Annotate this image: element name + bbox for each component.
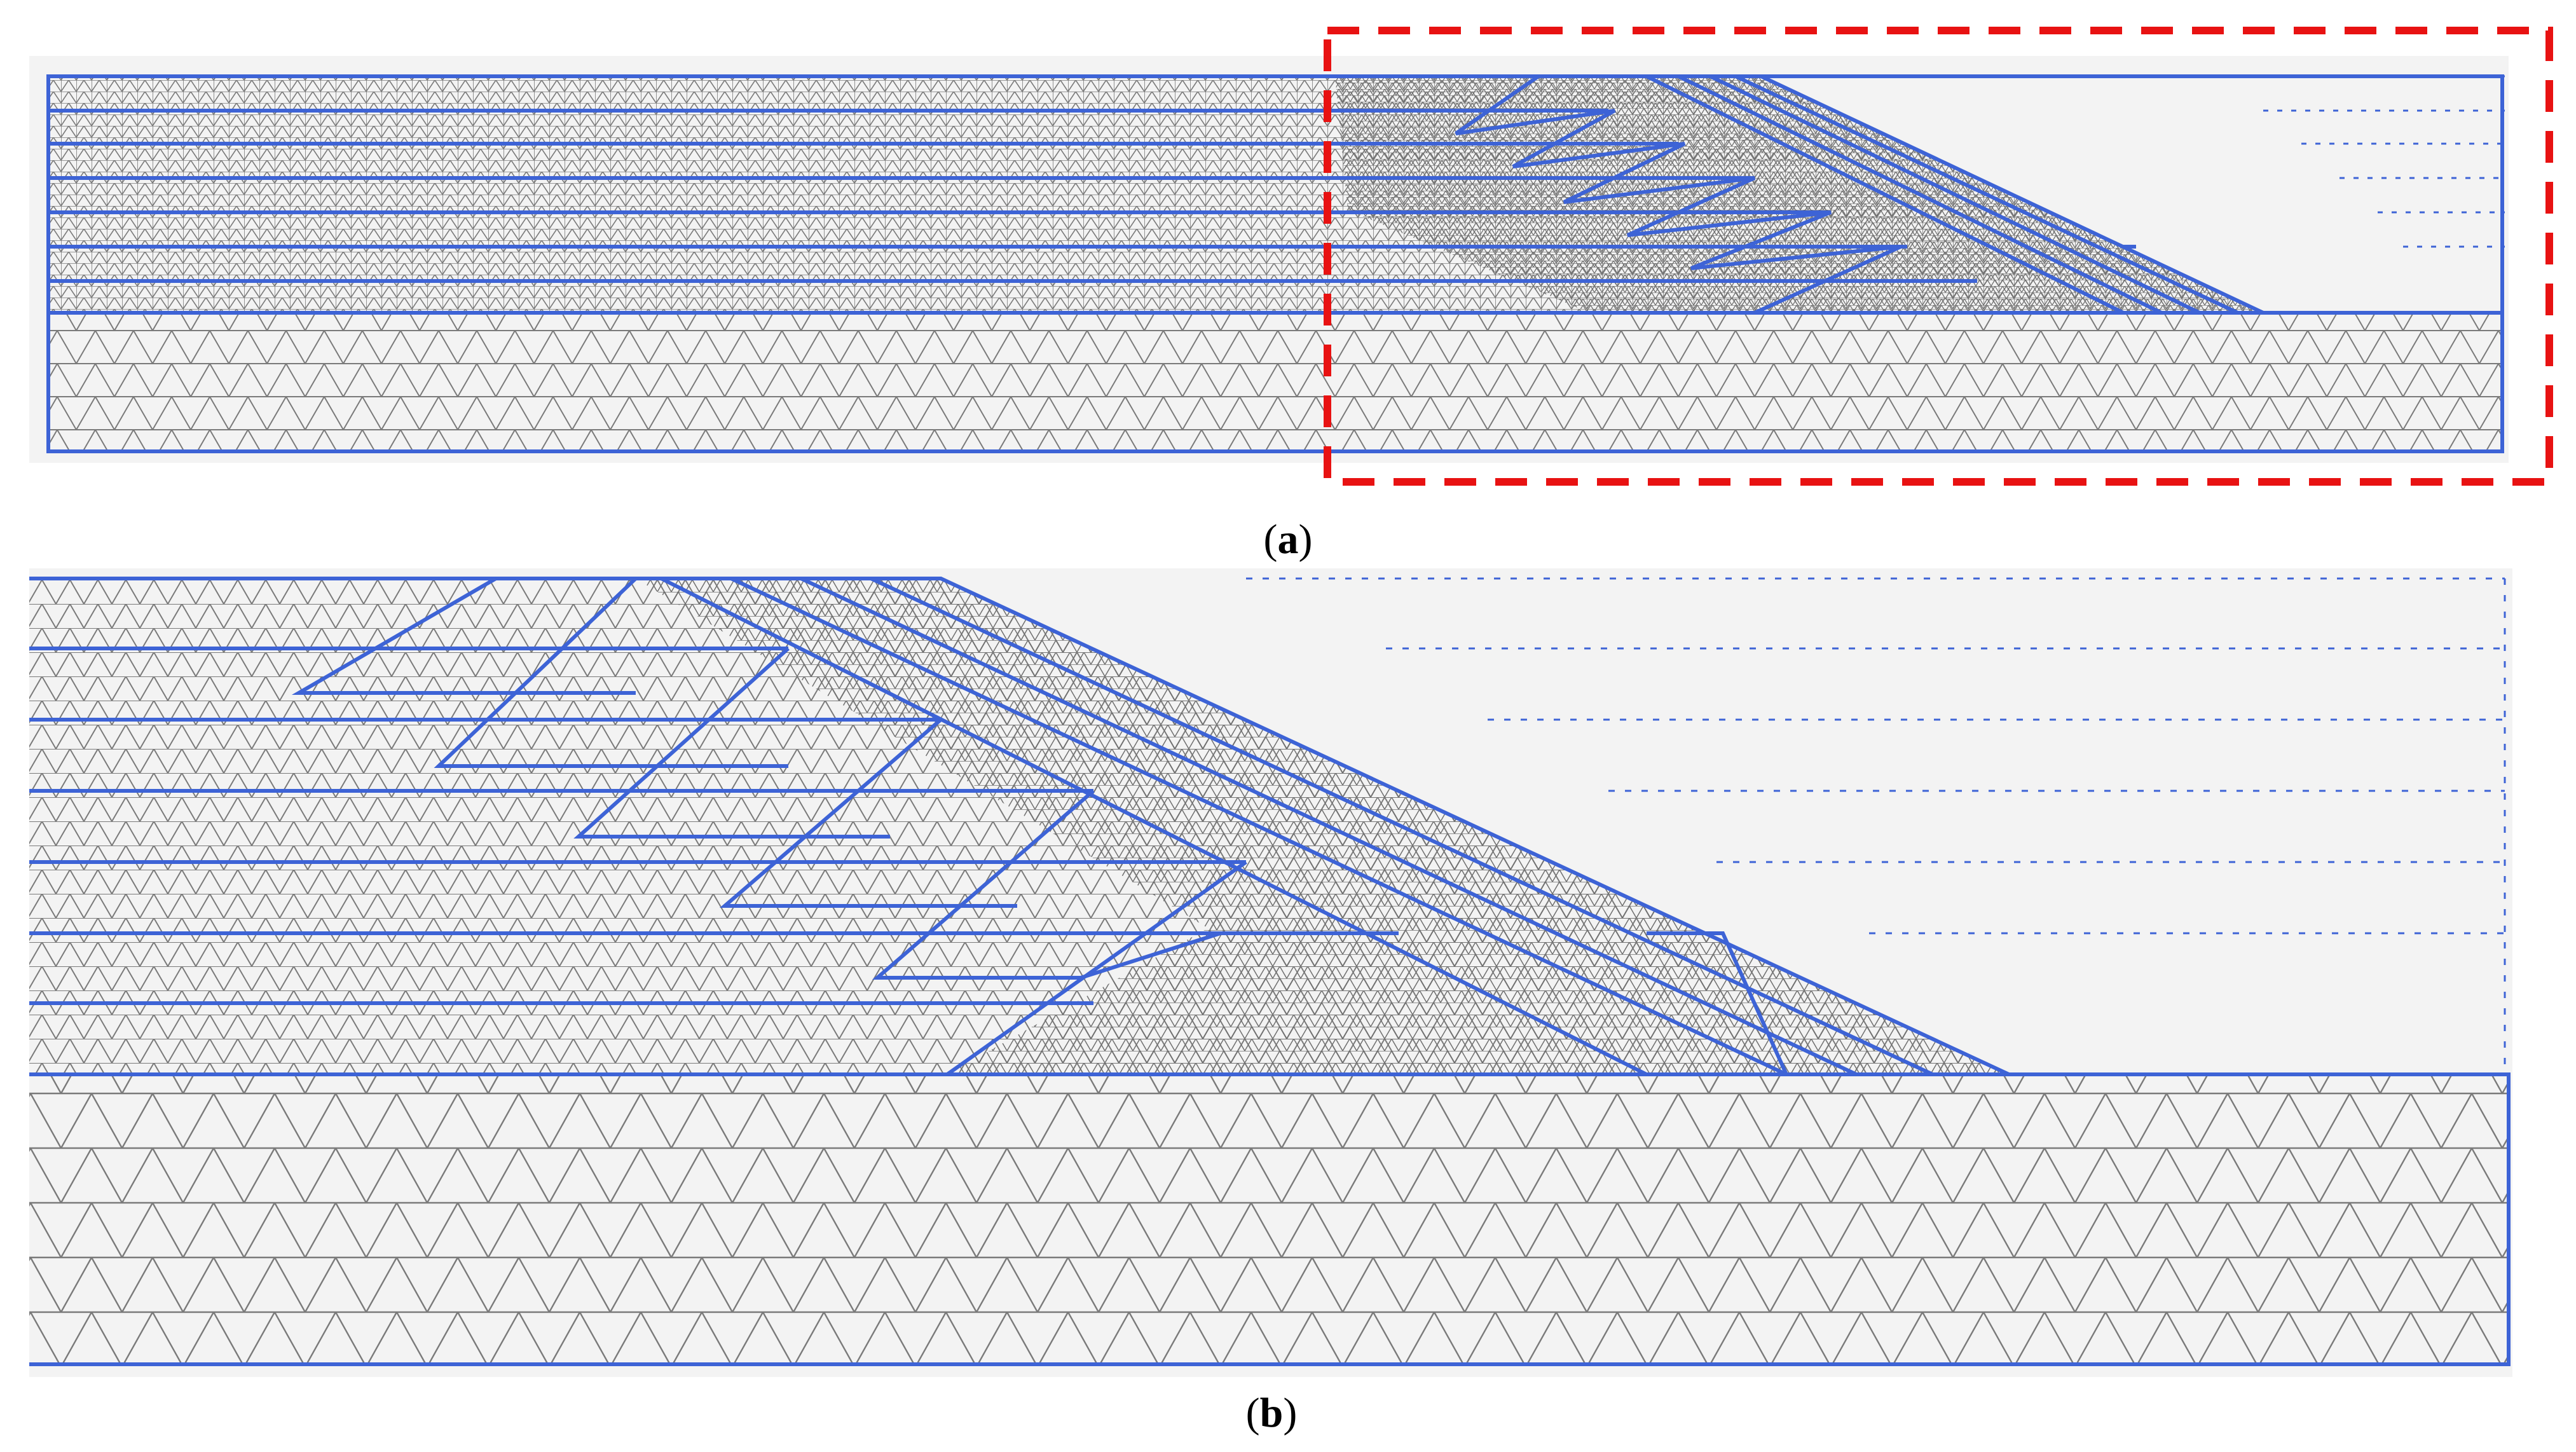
caption-a: (a) <box>1264 516 1313 563</box>
water-levels-a <box>2238 75 2505 248</box>
panel-a-full-model <box>29 27 2553 486</box>
water-levels-b <box>1246 577 2506 1074</box>
zoom-highlight-box <box>1324 27 2553 486</box>
foundation-mesh-zoom <box>29 1074 2509 1364</box>
panel-b-boundaries <box>29 577 2511 1366</box>
panel-b-zoomed-slope <box>29 568 2512 1377</box>
caption-b: (b) <box>1246 1390 1298 1436</box>
panel-a-boundaries <box>46 74 2504 453</box>
foundation-mesh <box>48 313 2502 451</box>
